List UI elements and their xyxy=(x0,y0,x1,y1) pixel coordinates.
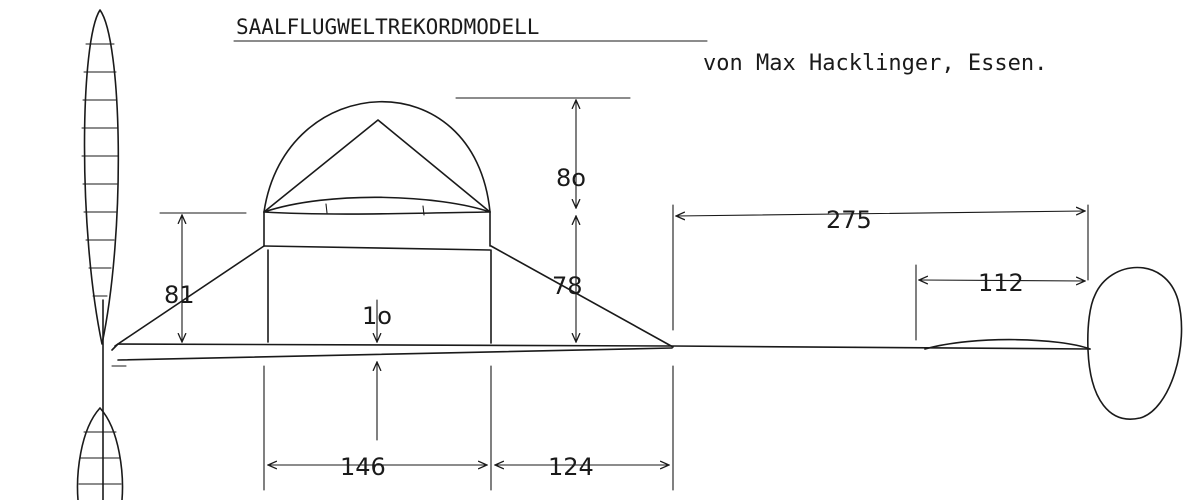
tail xyxy=(924,266,1183,420)
fuselage-bottom xyxy=(117,347,673,361)
dim-fuselage-offset: 1o xyxy=(362,302,392,330)
rudder xyxy=(1087,266,1183,420)
dim-wing-root-height: 78 xyxy=(552,272,583,300)
stabilizer-airfoil xyxy=(924,338,1091,350)
dim-stabilizer-chord: 112 xyxy=(978,269,1024,297)
drawing-title: SAALFLUGWELTREKORDMODELL xyxy=(236,15,539,39)
right-brace xyxy=(490,245,674,348)
left-brace xyxy=(114,245,265,347)
wing-airfoil xyxy=(263,196,491,215)
propeller-blade-upper xyxy=(83,9,120,345)
propeller-ribs xyxy=(78,43,122,485)
wing xyxy=(263,100,492,344)
dim-wing-span-left: 81 xyxy=(164,281,195,309)
dimension-lines xyxy=(159,97,1089,491)
dim-wing-height: 8o xyxy=(556,164,586,192)
fuselage xyxy=(111,245,1091,367)
propeller xyxy=(76,9,124,500)
dim-wing-to-tail: 124 xyxy=(548,453,594,481)
wing-outline xyxy=(263,100,491,213)
propeller-blade-lower xyxy=(76,407,124,500)
drawing-author: von Max Hacklinger, Essen. xyxy=(703,51,1047,76)
wing-root-line xyxy=(263,245,491,251)
dim-tail-boom: 275 xyxy=(826,206,872,234)
wing-spar-tips xyxy=(263,119,491,213)
fuselage-top xyxy=(111,343,1091,351)
dim-wing-chord: 146 xyxy=(340,453,386,481)
